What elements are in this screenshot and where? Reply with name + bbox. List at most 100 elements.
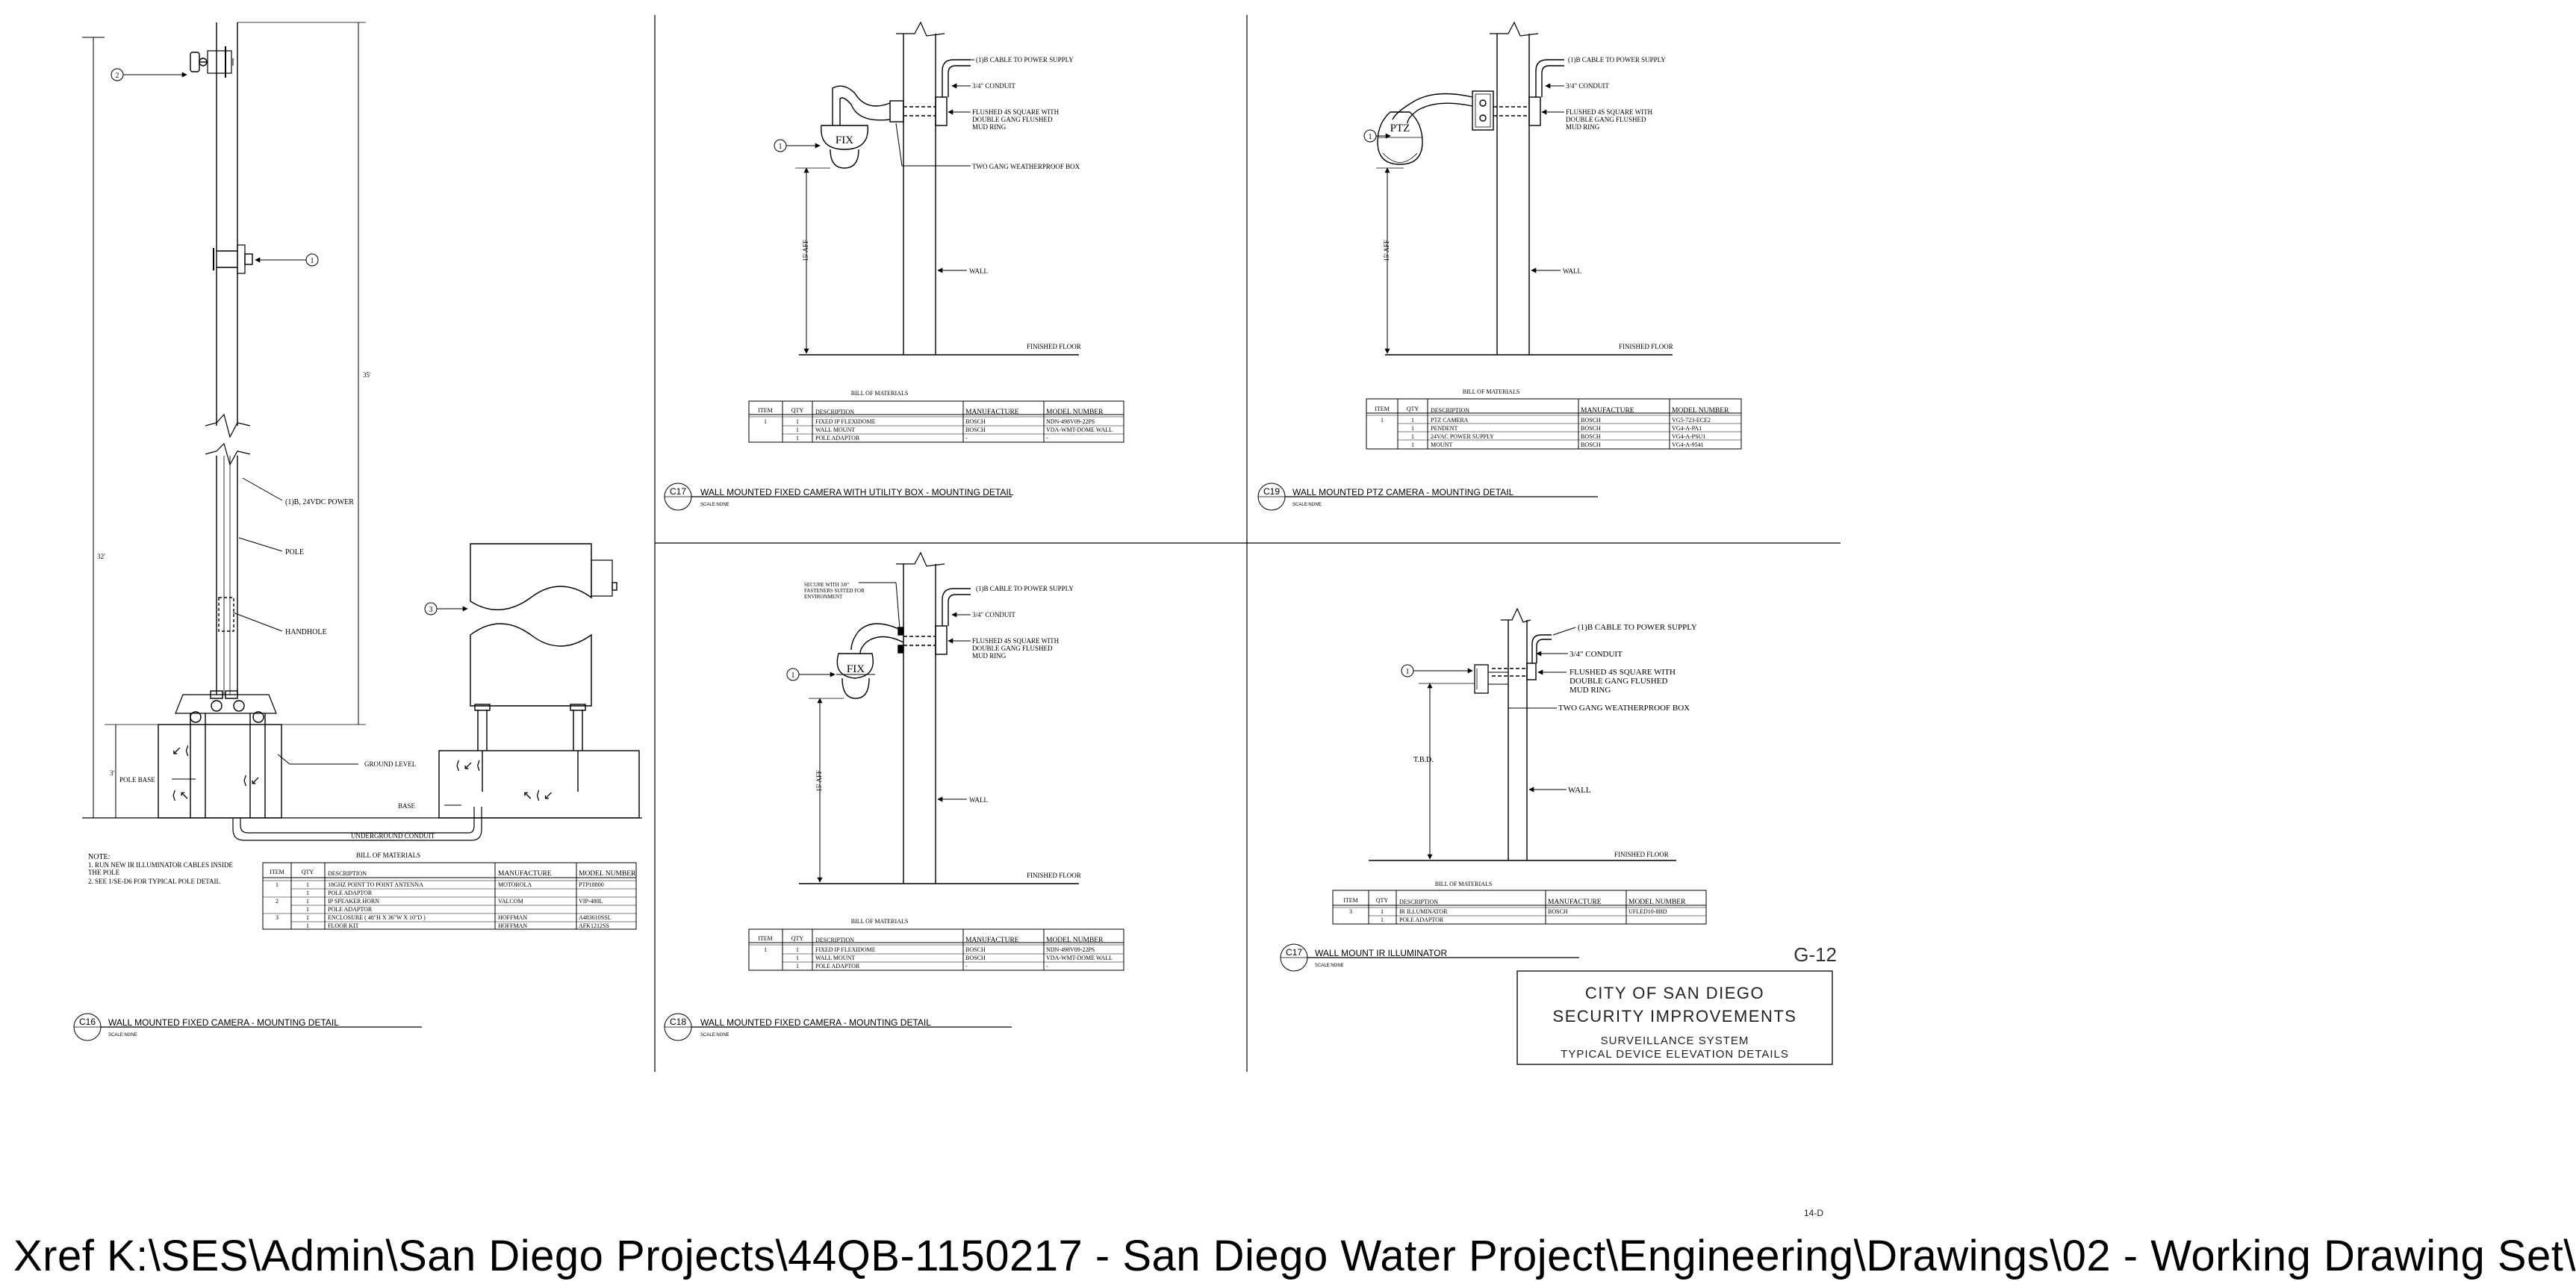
svg-text:ITEM: ITEM <box>758 935 773 942</box>
svg-text:⟨ ↖: ⟨ ↖ <box>172 790 190 802</box>
page-code: 14-D <box>1804 1208 1823 1218</box>
svg-text:1: 1 <box>1411 433 1414 440</box>
ir-cable: (1)B CABLE TO POWER SUPPLY <box>1578 623 1697 632</box>
ir-tag: C17 <box>1286 947 1302 958</box>
svg-text:BOSCH: BOSCH <box>1581 433 1601 440</box>
svg-text:-: - <box>965 963 968 970</box>
sheet-number: G-12 <box>1793 943 1837 966</box>
svg-text:DESCRIPTION: DESCRIPTION <box>815 937 854 943</box>
svg-text:1: 1 <box>764 418 767 425</box>
svg-text:BOSCH: BOSCH <box>1548 908 1568 915</box>
svg-text:WALL MOUNT: WALL MOUNT <box>815 955 855 961</box>
c18-tag: C18 <box>670 1017 686 1027</box>
svg-text:MODEL NUMBER: MODEL NUMBER <box>1672 407 1729 415</box>
c19-flushed-1: FLUSHED 4S SQUARE WITH <box>1566 108 1653 116</box>
svg-text:HOFFMAN: HOFFMAN <box>498 922 527 929</box>
c18-height: 15' AFF <box>815 770 823 792</box>
c16-power-label: (1)B, 24VDC POWER <box>285 498 354 506</box>
svg-text:ITEM: ITEM <box>270 869 284 875</box>
svg-text:AFK1212SS: AFK1212SS <box>579 922 609 929</box>
svg-text:QTY: QTY <box>1407 406 1419 412</box>
svg-text:MANUFACTURE: MANUFACTURE <box>498 870 552 878</box>
svg-text:MODEL NUMBER: MODEL NUMBER <box>1046 409 1104 416</box>
c18-camera-label: FIX <box>847 663 865 675</box>
c18-flushed-3: MUD RING <box>972 652 1007 660</box>
svg-text:1: 1 <box>796 418 799 425</box>
c16-bom-row-1: 1 1 18GHZ POINT TO POINT ANTENNA MOTOROL… <box>276 881 604 888</box>
svg-text:1: 1 <box>764 946 767 953</box>
svg-text:1: 1 <box>791 671 795 680</box>
svg-text:1: 1 <box>796 946 799 953</box>
c16-title: WALL MOUNTED FIXED CAMERA - MOUNTING DET… <box>108 1017 339 1028</box>
c17-flushed-2: DOUBLE GANG FLUSHED <box>972 116 1053 123</box>
svg-text:1: 1 <box>779 143 783 151</box>
c17-camera-label: FIX <box>836 134 853 146</box>
svg-text:ITEM: ITEM <box>1343 897 1358 904</box>
c17-height: 15' AFF <box>802 240 809 261</box>
svg-text:1: 1 <box>1381 916 1384 923</box>
svg-text:⟨ ↙ ⟨: ⟨ ↙ ⟨ <box>455 760 481 772</box>
title-line-3: SURVEILLANCE SYSTEM <box>1601 1035 1749 1047</box>
svg-text:18GHZ POINT TO POINT ANTENNA: 18GHZ POINT TO POINT ANTENNA <box>328 881 423 888</box>
drawing-sheet: ↙ ⟨ ⟨ ↙ ⟨ ↖ ⟨ ↙ ⟨ ↖ ⟨ ↙ <box>73 15 1841 1218</box>
svg-text:1: 1 <box>796 963 799 970</box>
c19-cable: (1)B CABLE TO POWER SUPPLY <box>1568 56 1666 63</box>
svg-text:WALL MOUNT: WALL MOUNT <box>815 427 855 433</box>
svg-text:1: 1 <box>1411 417 1414 424</box>
svg-text:POLE ADAPTOR: POLE ADAPTOR <box>328 906 373 913</box>
svg-text:VG5-723-ECE2: VG5-723-ECE2 <box>1672 417 1711 424</box>
c16-bom-text: ITEM QTY DESCRIPTION MANUFACTURE MODEL N… <box>270 869 636 929</box>
svg-text:1: 1 <box>306 881 309 888</box>
svg-text:1: 1 <box>276 881 279 888</box>
svg-text:3: 3 <box>1349 908 1352 915</box>
c17-tag: C17 <box>670 486 686 497</box>
c16-callout-2: 2 <box>116 72 119 80</box>
svg-text:3: 3 <box>276 914 279 921</box>
c16-dim-32: 32' <box>97 553 105 560</box>
c19-conduit: 3/4" CONDUIT <box>1566 82 1609 90</box>
c16-bom-row-3: 2 1 IP SPEAKER HORN VALCOM VIP-480L <box>276 898 603 905</box>
svg-text:IR ILLUMINATOR: IR ILLUMINATOR <box>1399 908 1448 915</box>
ir-conduit: 3/4" CONDUIT <box>1569 650 1623 659</box>
c19-floor: FINISHED FLOOR <box>1619 343 1673 350</box>
c18-bom-title: BILL OF MATERIALS <box>851 918 909 925</box>
c18-wall: WALL <box>969 796 988 804</box>
c19-bom-text: ITEM QTY DESCRIPTION MANUFACTURE MODEL N… <box>1375 406 1729 448</box>
svg-text:NDN-498V09-22PS: NDN-498V09-22PS <box>1046 418 1095 425</box>
c18-flushed-1: FLUSHED 4S SQUARE WITH <box>972 637 1060 645</box>
svg-text:1: 1 <box>1381 417 1384 424</box>
svg-text:PENDENT: PENDENT <box>1431 425 1458 432</box>
svg-text:FIXED IP FLEXIDOME: FIXED IP FLEXIDOME <box>815 946 876 953</box>
c16-bom-row-4: 1 POLE ADAPTOR <box>306 906 373 913</box>
svg-text:IP SPEAKER HORN: IP SPEAKER HORN <box>328 898 379 905</box>
sheet-grid <box>654 15 1841 1072</box>
c16-note-1: 1. RUN NEW IR ILLUMINATOR CABLES INSIDE <box>88 861 233 869</box>
c16-handhole-label: HANDHOLE <box>285 628 327 636</box>
c17-conduit: 3/4" CONDUIT <box>972 82 1015 90</box>
c17-title: WALL MOUNTED FIXED CAMERA WITH UTILITY B… <box>700 487 1014 497</box>
c17-wall: WALL <box>969 267 988 275</box>
c16-callout-3: 3 <box>429 606 433 614</box>
ir-floor: FINISHED FLOOR <box>1614 851 1669 858</box>
svg-text:BOSCH: BOSCH <box>1581 425 1601 432</box>
svg-text:FIXED IP FLEXIDOME: FIXED IP FLEXIDOME <box>815 418 876 425</box>
xref-path-bar: Xref K:\SES\Admin\San Diego Projects\44Q… <box>0 1225 2576 1280</box>
svg-text:HOFFMAN: HOFFMAN <box>498 914 527 921</box>
c19-flushed-2: DOUBLE GANG FLUSHED <box>1566 116 1646 123</box>
c19-flushed-3: MUD RING <box>1566 123 1600 131</box>
c16-scale: SCALE:NONE <box>108 1033 137 1037</box>
svg-text:↙ ⟨: ↙ ⟨ <box>172 745 190 757</box>
svg-text:ENCLOSURE ( 48"H X 36"W X 10"D: ENCLOSURE ( 48"H X 36"W X 10"D ) <box>328 914 426 921</box>
c18-bom-text: ITEM QTY DESCRIPTION MANUFACTURE MODEL N… <box>758 935 1113 970</box>
c16-note-2: 2. SEE 1/SE-D6 FOR TYPICAL POLE DETAIL <box>88 878 220 885</box>
svg-text:BOSCH: BOSCH <box>965 955 986 961</box>
ir-tbd: T.B.D. <box>1413 756 1434 764</box>
svg-text:1: 1 <box>796 427 799 433</box>
svg-text:1: 1 <box>796 435 799 441</box>
c18-secure-1: SECURE WITH 3/8" <box>804 582 849 588</box>
svg-text:BOSCH: BOSCH <box>1581 417 1601 424</box>
ir-wall: WALL <box>1568 786 1591 795</box>
c16-ground-level: GROUND LEVEL <box>364 760 416 768</box>
c19-labels: PTZ 1 (1)B CABLE TO POWER SUPPLY 3/4" CO… <box>1263 56 1673 507</box>
svg-text:1: 1 <box>306 906 309 913</box>
